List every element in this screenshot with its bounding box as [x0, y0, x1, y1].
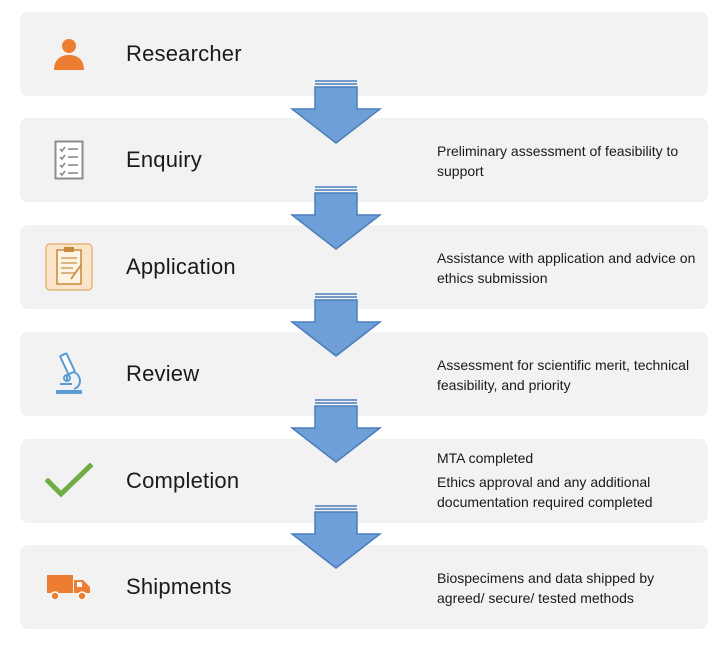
- step-title: Researcher: [126, 41, 242, 66]
- flow-arrow-1: [290, 80, 382, 144]
- step-description: Assessment for scientific merit, technic…: [437, 355, 699, 395]
- person-icon: [44, 29, 94, 79]
- step-description: Assistance with application and advice o…: [437, 248, 699, 288]
- description-line: Preliminary assessment of feasibility to…: [437, 143, 679, 179]
- microscope-icon: [44, 349, 94, 399]
- clipboard-icon: [44, 242, 94, 292]
- step-title: Completion: [126, 468, 240, 493]
- step-title: Shipments: [126, 574, 232, 599]
- step-enquiry: Enquiry Preliminary assessment of feasib…: [20, 118, 708, 202]
- description-line: Assessment for scientific merit, technic…: [437, 357, 690, 393]
- truck-icon: [44, 562, 94, 612]
- step-completion: Completion MTA completed Ethics approval…: [20, 439, 708, 523]
- step-description: MTA completed Ethics approval and any ad…: [437, 448, 699, 512]
- step-title: Application: [126, 254, 236, 279]
- flow-arrow-3: [290, 293, 382, 357]
- step-researcher: Researcher: [20, 12, 708, 96]
- description-line: Biospecimens and data shipped by agreed/…: [437, 570, 655, 606]
- step-application: Application Assistance with application …: [20, 225, 708, 309]
- step-title: Enquiry: [126, 147, 202, 172]
- description-line: Assistance with application and advice o…: [437, 250, 696, 286]
- flow-arrow-4: [290, 399, 382, 463]
- checklist-icon: [44, 135, 94, 185]
- step-title: Review: [126, 361, 200, 386]
- flow-arrow-5: [290, 505, 382, 569]
- description-line: MTA completed: [437, 450, 534, 466]
- step-shipments: Shipments Biospecimens and data shipped …: [20, 545, 708, 629]
- flow-arrow-2: [290, 186, 382, 250]
- step-description: Preliminary assessment of feasibility to…: [437, 141, 699, 181]
- checkmark-icon: [44, 456, 94, 506]
- step-description: Biospecimens and data shipped by agreed/…: [437, 568, 699, 608]
- step-review: Review Assessment for scientific merit, …: [20, 332, 708, 416]
- description-line: Ethics approval and any additional docum…: [437, 474, 653, 510]
